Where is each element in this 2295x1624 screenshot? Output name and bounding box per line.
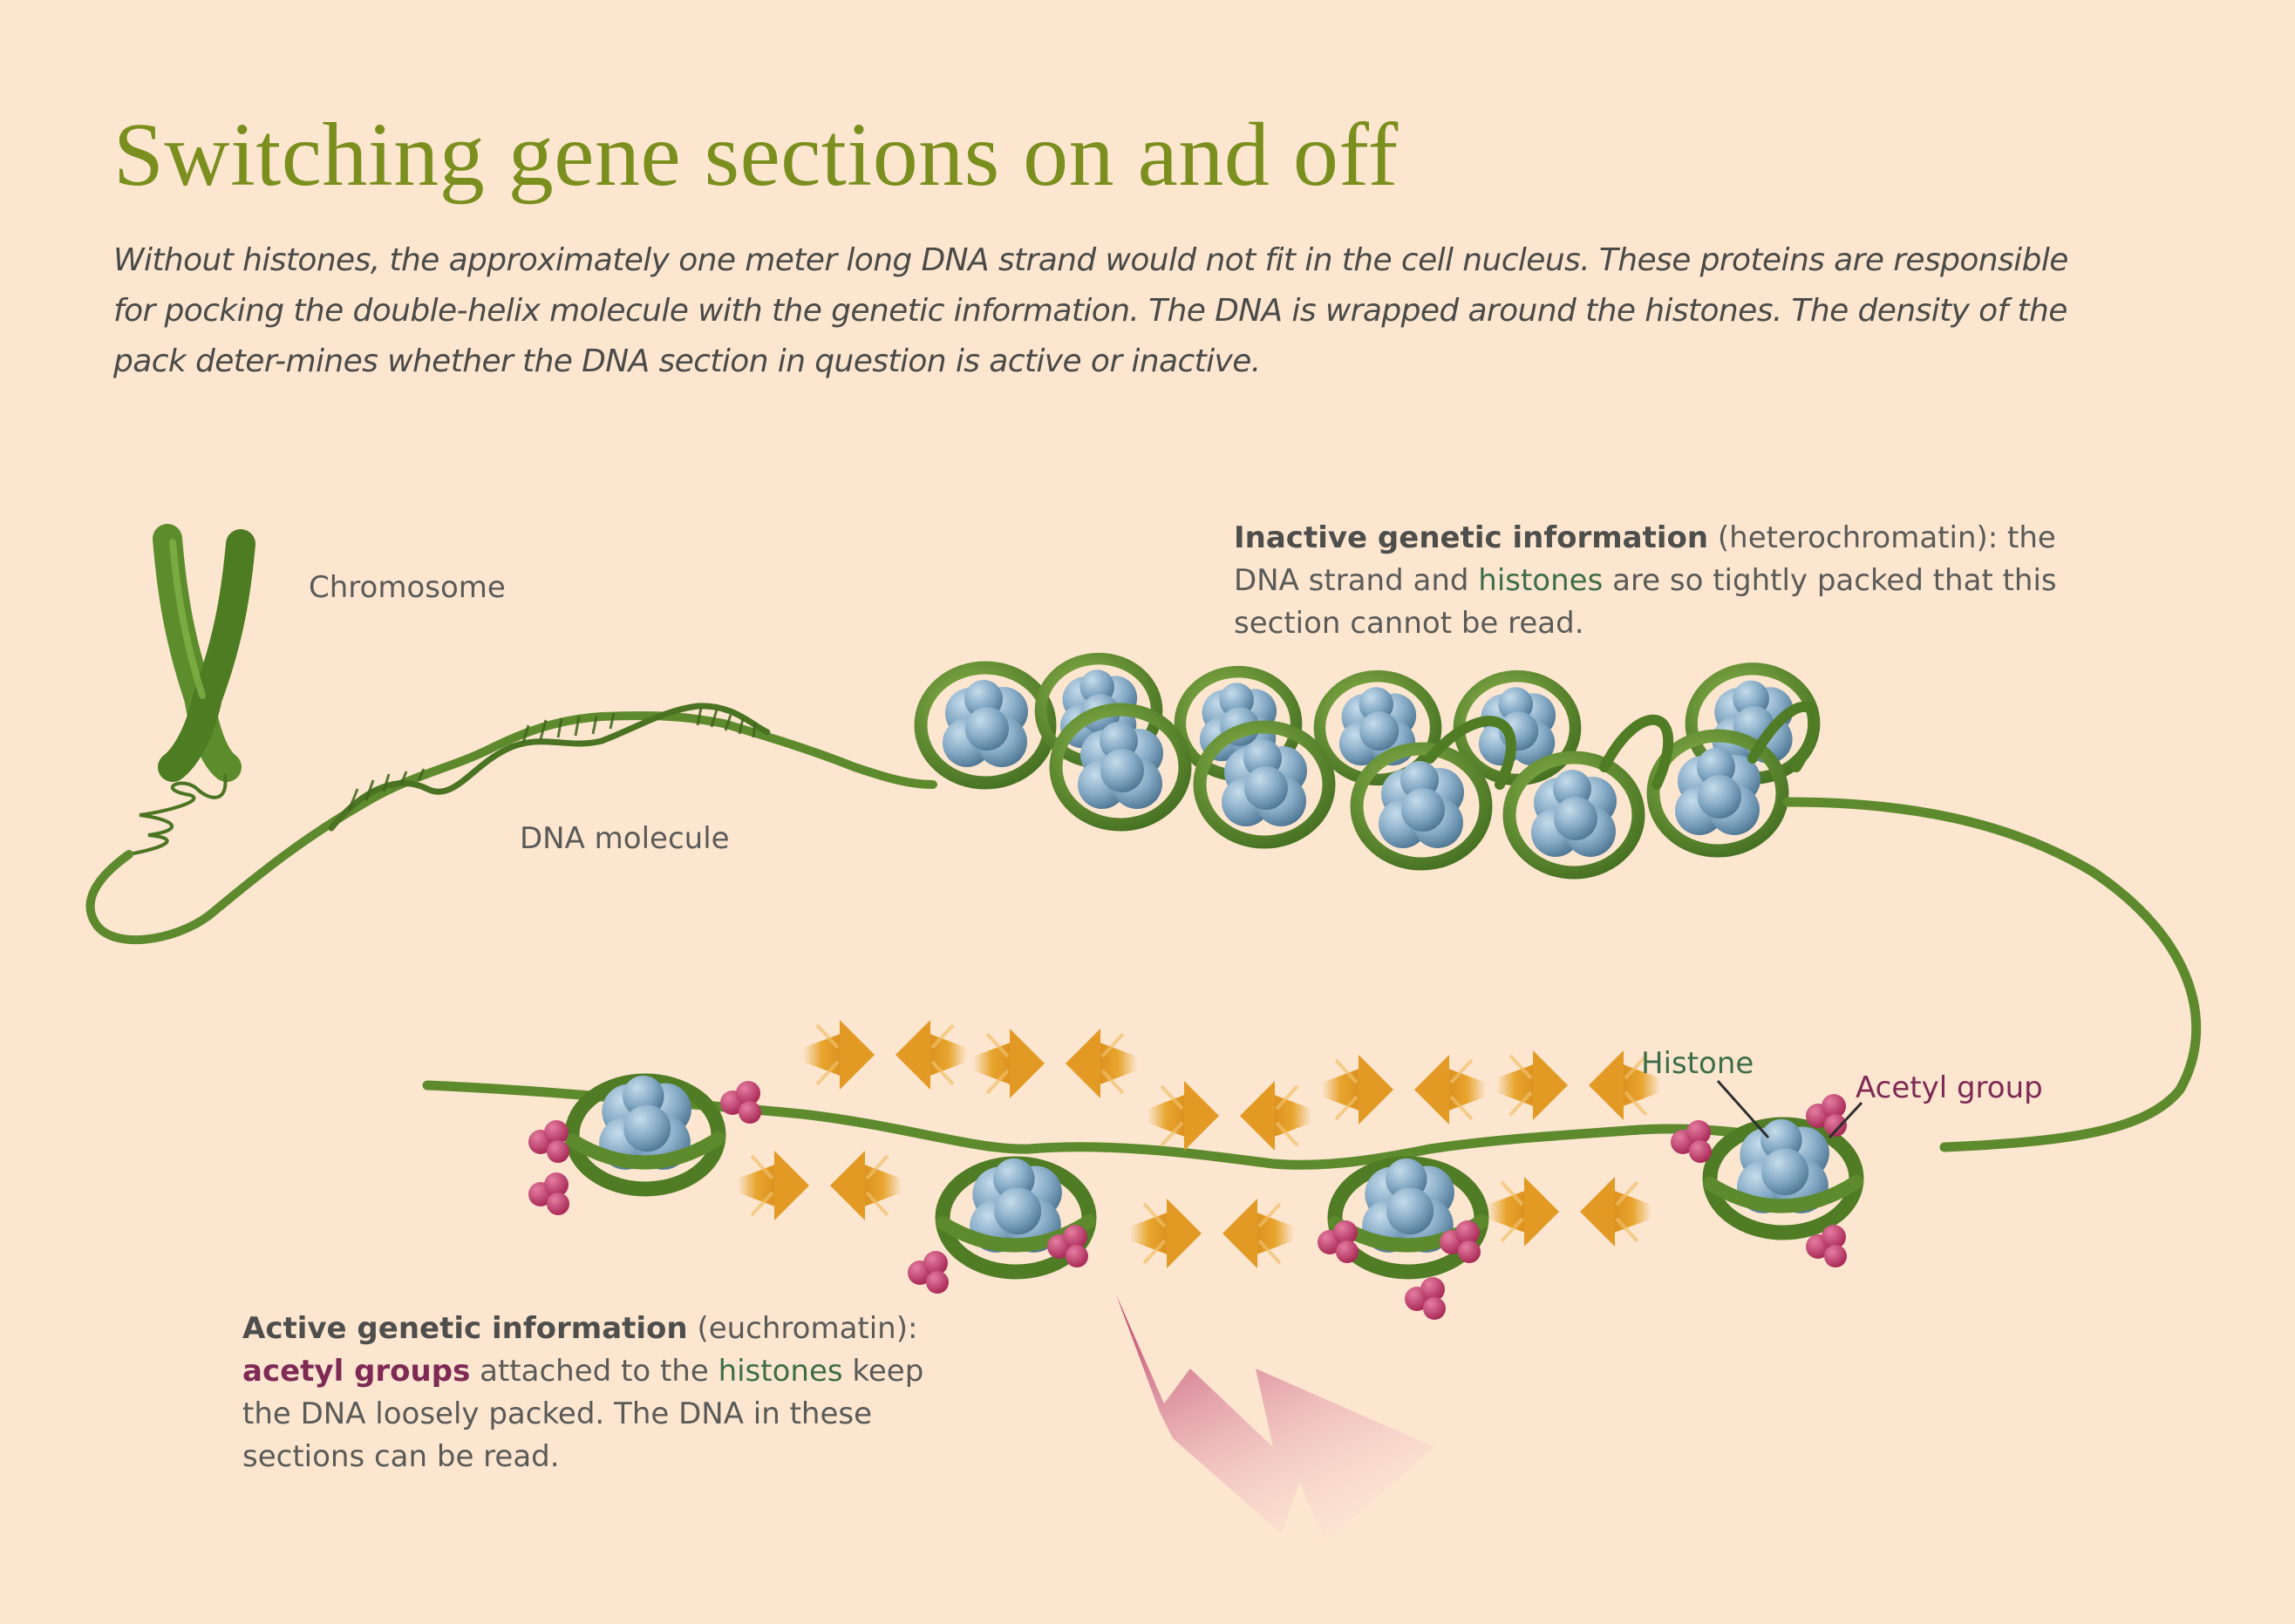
nucleosome <box>908 1159 1089 1294</box>
repulsion-arrow <box>1496 1050 1660 1120</box>
repulsion-arrow <box>803 1020 967 1090</box>
dna-molecule-label: DNA molecule <box>520 821 730 856</box>
chromosome-label: Chromosome <box>309 570 506 605</box>
nucleosome <box>1509 758 1638 873</box>
repulsion-arrow <box>1488 1177 1651 1247</box>
active-text-a: attached to the <box>470 1354 718 1389</box>
inactive-text-b: are so tightly packed that this section … <box>1234 563 2057 641</box>
inactive-text-a: : the DNA strand and <box>1234 520 2056 598</box>
chromosome-icon <box>127 524 255 856</box>
nucleosome <box>1318 1159 1481 1320</box>
inactive-histones: histones <box>1478 563 1604 598</box>
histone-leader-line <box>1716 1080 1770 1138</box>
repulsion-arrow <box>1148 1081 1311 1151</box>
dna-strand-loop <box>1782 797 2202 1152</box>
repulsion-arrows <box>738 1020 1660 1268</box>
nucleosome <box>1671 1094 1856 1267</box>
repulsion-arrow <box>1130 1199 1294 1268</box>
active-histones: histones <box>718 1354 843 1389</box>
page-title: Switching gene sections on and off <box>113 105 1399 205</box>
repulsion-arrow <box>973 1029 1137 1098</box>
heterochromatin-fiber <box>921 659 1815 873</box>
active-heading: Active genetic information <box>242 1311 688 1346</box>
nucleosome <box>1200 727 1329 842</box>
inactive-term: (heterochromatin) <box>1717 520 1988 555</box>
active-description: Active genetic information (euchromatin)… <box>242 1308 931 1478</box>
histone-label: Histone <box>1641 1046 1754 1081</box>
nucleosome <box>1056 710 1185 825</box>
inactive-heading: Inactive genetic information <box>1234 520 1709 555</box>
active-colon: : <box>908 1311 918 1346</box>
acetyl-leader-line <box>1828 1101 1863 1139</box>
active-text-b: keep the DNA loosely packed. The DNA in … <box>242 1354 924 1474</box>
active-acetyl: acetyl groups <box>242 1354 471 1389</box>
intro-paragraph: Without histones, the approximately one … <box>113 242 2068 379</box>
nucleosome <box>1653 736 1782 851</box>
nucleosome <box>921 668 1050 783</box>
nucleosome <box>1357 749 1486 864</box>
inactive-description: Inactive genetic information (heterochro… <box>1234 517 2071 645</box>
repulsion-arrow <box>1322 1055 1486 1125</box>
active-term: (euchromatin) <box>697 1311 908 1346</box>
repulsion-arrow <box>738 1151 902 1220</box>
acetyl-group-label: Acetyl group <box>1856 1070 2043 1105</box>
dna-helix <box>85 703 937 945</box>
lightning-bolt <box>1116 1294 1434 1543</box>
